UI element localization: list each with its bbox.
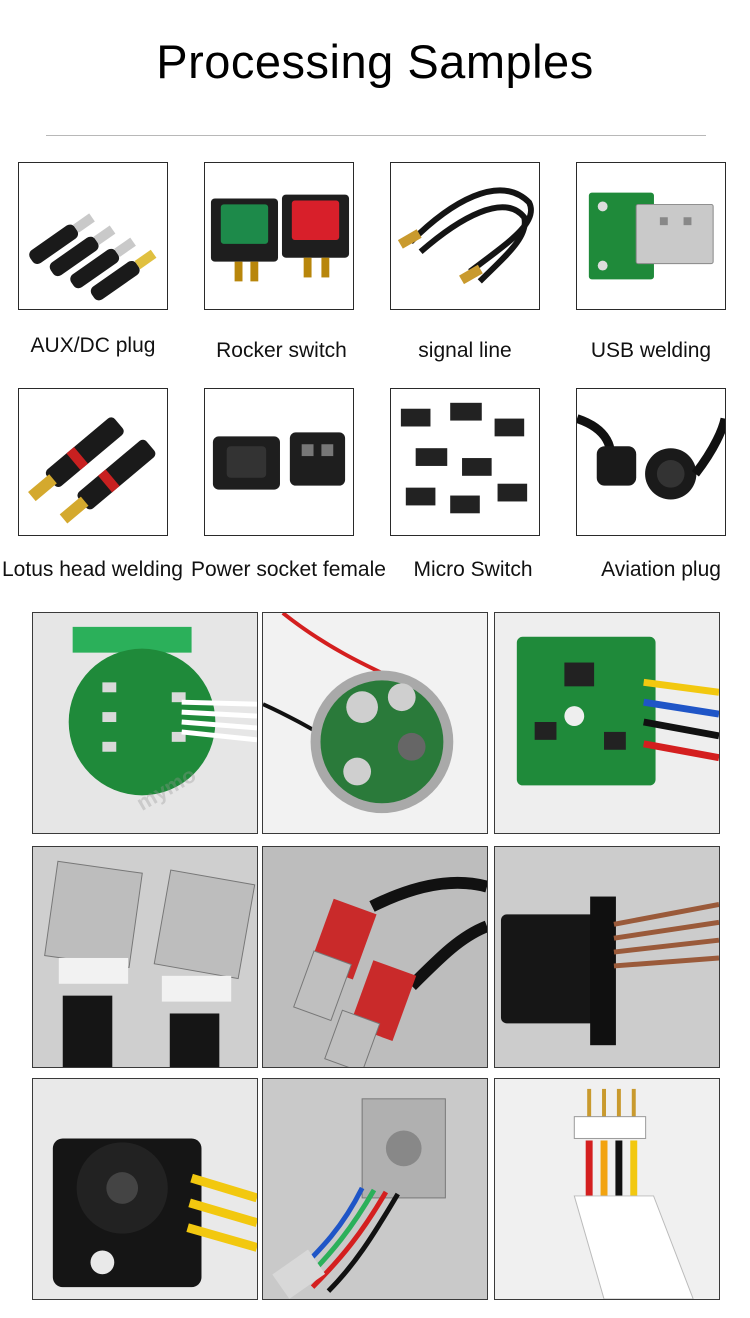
title-divider — [46, 135, 706, 136]
product-image-aux-dc-plug — [18, 162, 168, 310]
caption-rocker-switch: Rocker switch — [216, 339, 347, 362]
caption-aviation-plug: Aviation plug — [601, 558, 721, 581]
product-image-rocker-switch — [204, 162, 354, 310]
caption-micro-switch: Micro Switch — [413, 558, 533, 581]
sample-photo-sensor-yellow-wires — [32, 1078, 258, 1300]
sample-photo-black-connector-wires — [494, 846, 720, 1068]
sample-photo-usb-a-connectors — [32, 846, 258, 1068]
product-image-aviation-plug — [576, 388, 726, 536]
caption-signal-line: signal line — [418, 339, 512, 362]
sample-photo-square-pcb-wires — [494, 612, 720, 834]
caption-usb-welding: USB welding — [590, 339, 712, 362]
product-image-signal-line — [390, 162, 540, 310]
sample-photo-round-pcb: mymo — [32, 612, 258, 834]
sample-photo-db9-connector — [262, 1078, 488, 1300]
page-title: Processing Samples — [156, 35, 594, 88]
caption-power-socket-female: Power socket female — [191, 558, 386, 581]
sample-photo-pin-header-cable — [494, 1078, 720, 1300]
caption-lotus-head-welding: Lotus head welding — [2, 558, 183, 581]
sample-photo-buzzer-solder — [262, 612, 488, 834]
sample-photo-type-c-boards — [262, 846, 488, 1068]
caption-aux-dc-plug: AUX/DC plug — [30, 334, 156, 357]
product-image-micro-switch — [390, 388, 540, 536]
product-image-lotus-head-welding — [18, 388, 168, 536]
product-image-power-socket-female — [204, 388, 354, 536]
product-image-usb-welding — [576, 162, 726, 310]
